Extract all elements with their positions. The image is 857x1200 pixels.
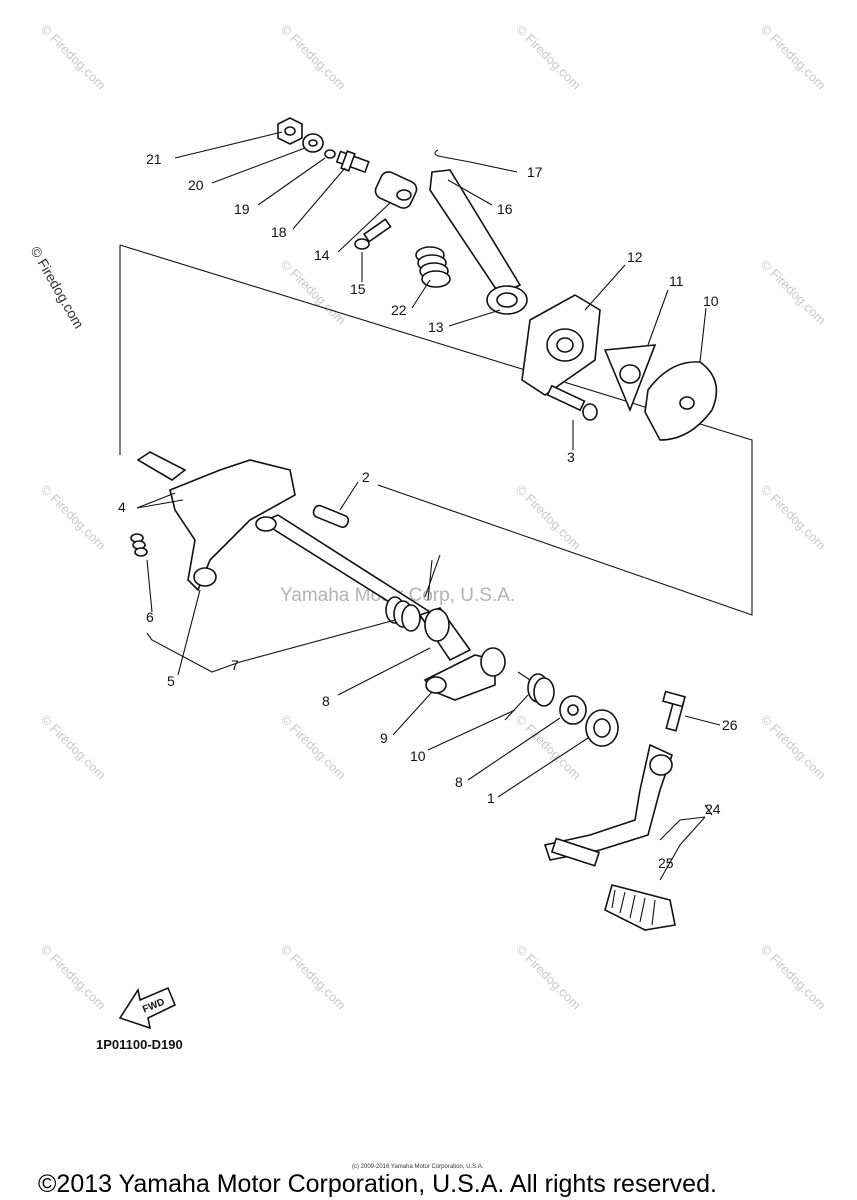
part-8-collar [418, 607, 472, 662]
part-4-shift-lever [169, 459, 296, 592]
part-18-cotter-pin [434, 149, 471, 163]
part-19-stud [335, 150, 370, 174]
watermark: © Firedog.com [278, 942, 349, 1013]
part-6-spring [130, 533, 148, 557]
callout-label: 10 [703, 293, 719, 309]
callout-label: 13 [428, 319, 444, 335]
watermark: © Firedog.com [278, 257, 349, 328]
part-9-stopper-lever [423, 647, 506, 701]
assembly-outline [119, 244, 753, 616]
part-26-bolt [662, 690, 686, 732]
part-14-shift-arm [429, 169, 528, 315]
watermark: © Firedog.com [513, 22, 584, 93]
part-15-joint [374, 171, 418, 209]
part-8-washer [559, 695, 587, 725]
part-23-spring [415, 246, 451, 288]
spring-ends [424, 554, 441, 601]
part-16-pin [354, 218, 392, 250]
part-7-shift-shaft [136, 451, 432, 621]
callout-label: 17 [527, 164, 543, 180]
part-shaft-spring [385, 596, 421, 632]
watermark: © Firedog.com [278, 712, 349, 783]
watermark-layer: © Firedog.com © Firedog.com © Firedog.co… [27, 22, 829, 1013]
part-25-pedal-rubber [604, 884, 676, 931]
watermark: © Firedog.com [513, 482, 584, 553]
watermark: © Firedog.com [758, 22, 829, 93]
part-2-pin [312, 504, 350, 528]
copyright-notice: ©2013 Yamaha Motor Corporation, U.S.A. A… [38, 1170, 717, 1198]
part-10-spring [504, 671, 555, 721]
callout-label: 12 [627, 249, 643, 265]
callout-label: 20 [188, 177, 204, 193]
part-3-bolt [546, 384, 598, 421]
small-print: (c) 2009-2016 Yamaha Motor Corporation, … [352, 1164, 484, 1170]
watermark: © Firedog.com [758, 942, 829, 1013]
callout-label: 3 [567, 449, 575, 465]
callout-label: 22 [391, 302, 407, 318]
callout-label: 11 [669, 273, 684, 289]
watermark: © Firedog.com [513, 942, 584, 1013]
callout-label: 2 [362, 469, 370, 485]
callout-label: 10 [410, 748, 426, 764]
watermark-side: © Firedog.com [27, 244, 87, 332]
leader-lines [136, 131, 721, 881]
watermark: © Firedog.com [38, 482, 109, 553]
part-12-bracket [603, 344, 657, 413]
watermark: © Firedog.com [758, 482, 829, 553]
callout-label: 21 [146, 151, 162, 167]
part-20-ring [324, 149, 336, 159]
callout-label: 26 [722, 717, 738, 733]
part-21-washer [302, 133, 324, 153]
watermark: © Firedog.com [758, 257, 829, 328]
watermark: © Firedog.com [38, 22, 109, 93]
part-1-oil-seal [585, 709, 619, 747]
part-13-plate [521, 294, 601, 396]
fwd-arrow-icon: FWD [118, 986, 177, 1030]
callout-label: 24 [705, 801, 721, 817]
callout-label: 16 [497, 201, 513, 217]
callout-label: 1 [487, 790, 495, 806]
watermark: © Firedog.com [38, 942, 109, 1013]
callout-label: 8 [322, 693, 330, 709]
watermark: © Firedog.com [278, 22, 349, 93]
callout-label: 8 [455, 774, 463, 790]
callout-label: 14 [314, 247, 330, 263]
callout-label: 4 [118, 499, 126, 515]
part-11-cover [644, 361, 718, 441]
callout-label: 7 [231, 657, 239, 673]
callout-labels: 21 20 19 18 14 15 22 13 17 16 12 11 10 3… [118, 151, 738, 871]
watermark: © Firedog.com [758, 712, 829, 783]
callout-label: 25 [658, 855, 674, 871]
callout-label: 6 [146, 609, 154, 625]
callout-label: 9 [380, 730, 388, 746]
callout-label: 15 [350, 281, 366, 297]
part-22-nut [277, 117, 303, 145]
callout-label: 5 [167, 673, 175, 689]
watermark: © Firedog.com [38, 712, 109, 783]
diagram-code: 1P01100-D190 [96, 1037, 183, 1052]
callout-label: 18 [271, 224, 287, 240]
part-24-shift-pedal [543, 743, 673, 867]
callout-label: 19 [234, 201, 250, 217]
